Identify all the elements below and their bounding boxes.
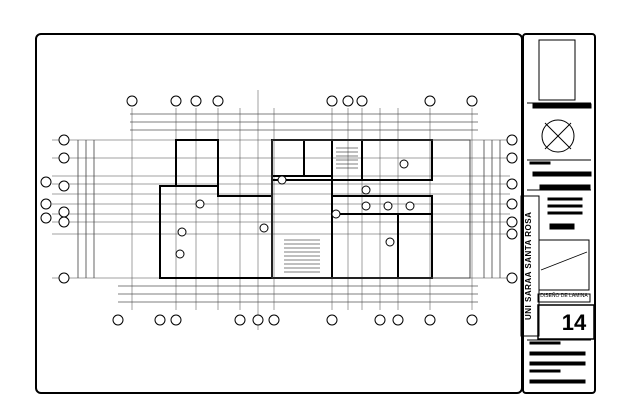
sheet-label: DISEÑO DE LAMINA — [540, 293, 588, 299]
project-title: UNI SARAA SANTA ROSA — [524, 211, 533, 321]
dimension-lines-top — [130, 113, 478, 131]
floor-plan — [159, 139, 471, 279]
sheet-frame — [35, 33, 523, 394]
room-tags — [175, 159, 415, 259]
grid-lines-horizontal — [52, 139, 510, 279]
title-block — [520, 33, 596, 394]
sheet-number: 14 — [561, 310, 587, 335]
grid-bubbles-right — [506, 134, 518, 284]
dimension-lines-right — [483, 140, 501, 278]
grid-bubbles-left — [40, 134, 70, 284]
stair-icon — [284, 147, 358, 273]
grid-bubbles-bottom — [112, 314, 478, 326]
grid-bubbles-top — [126, 95, 478, 107]
north-arrow-icon — [541, 119, 575, 153]
dimension-lines-left — [77, 140, 95, 278]
dimension-lines-bottom — [118, 285, 478, 303]
